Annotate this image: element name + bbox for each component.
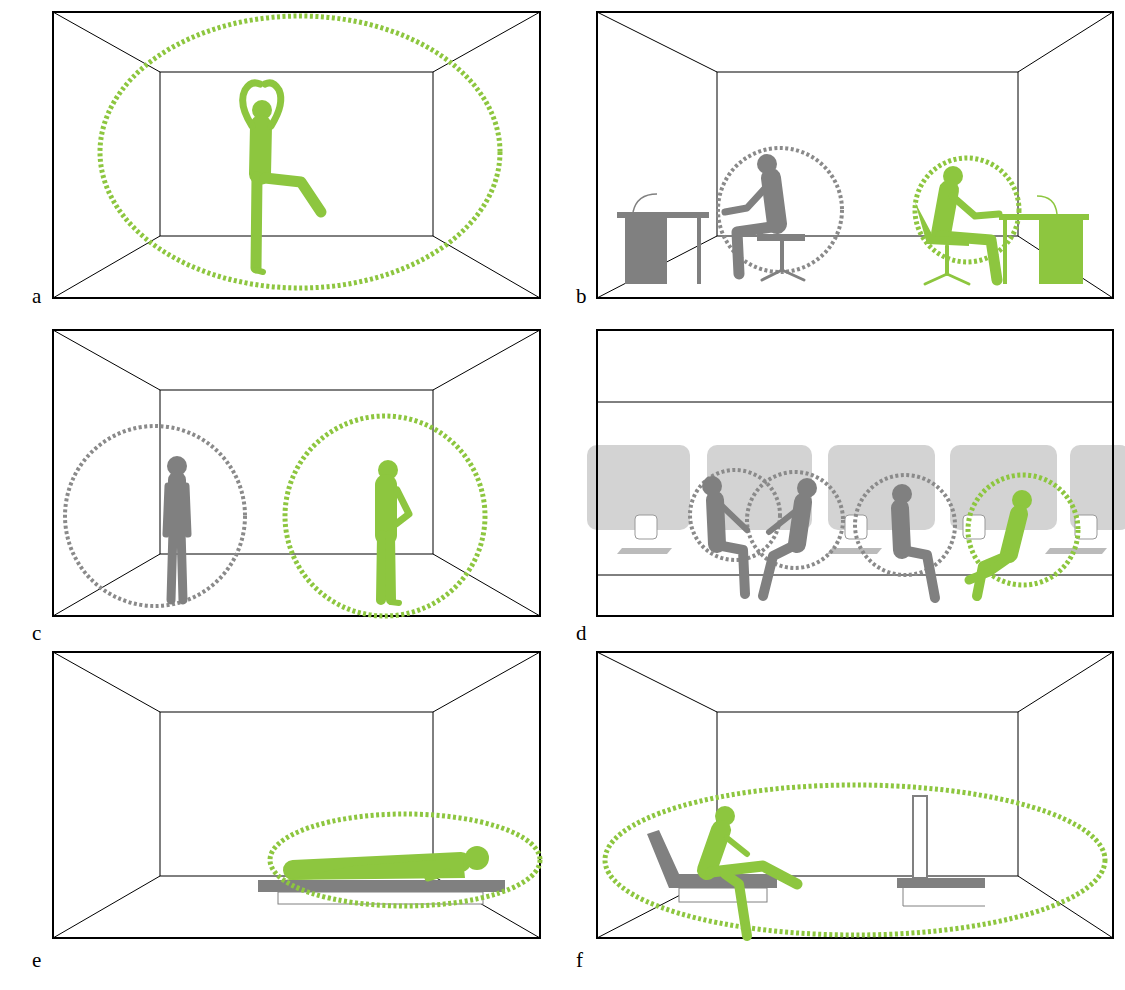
panel-letter: c bbox=[32, 621, 41, 645]
panel-letter: d bbox=[576, 621, 587, 645]
panel-letter: e bbox=[32, 948, 41, 972]
panel-c bbox=[53, 330, 540, 616]
panel-b bbox=[597, 12, 1113, 298]
panel-f bbox=[597, 652, 1113, 938]
panel-a bbox=[53, 12, 540, 298]
panel-letter: f bbox=[576, 948, 583, 972]
panel-d bbox=[587, 330, 1125, 616]
panel-e bbox=[53, 652, 540, 938]
panel-letter: a bbox=[32, 284, 41, 308]
panel-letter: b bbox=[576, 284, 587, 308]
